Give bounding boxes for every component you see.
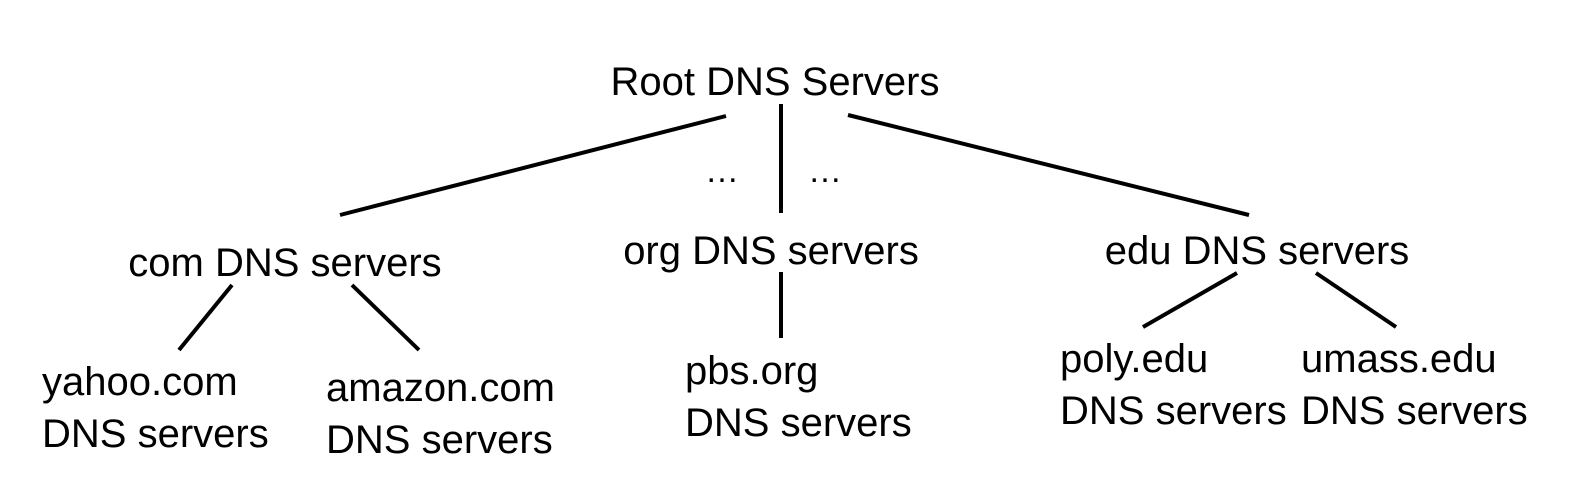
com-dns-servers-label: com DNS servers	[128, 241, 442, 285]
yahoo-dns-servers-label: yahoo.com DNS servers	[42, 356, 269, 460]
ellipsis-left: …	[705, 152, 741, 190]
edge-com-yahoo	[177, 283, 234, 352]
edge-edu-poly	[1142, 271, 1238, 329]
ellipsis-right: …	[808, 152, 844, 190]
pbs-dns-servers-label: pbs.org DNS servers	[685, 345, 912, 449]
edge-edu-umass	[1314, 271, 1398, 329]
umass-dns-servers-text: DNS servers	[1301, 389, 1528, 433]
amazon-dns-servers-label: amazon.com DNS servers	[326, 362, 555, 466]
poly-dns-servers-text: DNS servers	[1060, 389, 1287, 433]
amazon-domain: amazon.com	[326, 366, 555, 410]
poly-domain: poly.edu	[1060, 337, 1209, 381]
poly-dns-servers-label: poly.edu DNS servers	[1060, 333, 1287, 437]
pbs-dns-servers-text: DNS servers	[685, 401, 912, 445]
edge-root-com	[339, 114, 727, 217]
edge-root-edu	[847, 113, 1250, 217]
root-dns-servers-label: Root DNS Servers	[610, 60, 940, 104]
org-dns-servers-label: org DNS servers	[623, 229, 919, 273]
umass-domain: umass.edu	[1301, 337, 1497, 381]
edu-dns-servers-label: edu DNS servers	[1104, 229, 1410, 273]
pbs-domain: pbs.org	[685, 349, 819, 393]
yahoo-domain: yahoo.com	[42, 360, 238, 404]
umass-dns-servers-label: umass.edu DNS servers	[1301, 333, 1528, 437]
edge-com-amazon	[350, 283, 421, 352]
amazon-dns-servers-text: DNS servers	[326, 418, 553, 462]
yahoo-dns-servers-text: DNS servers	[42, 412, 269, 456]
